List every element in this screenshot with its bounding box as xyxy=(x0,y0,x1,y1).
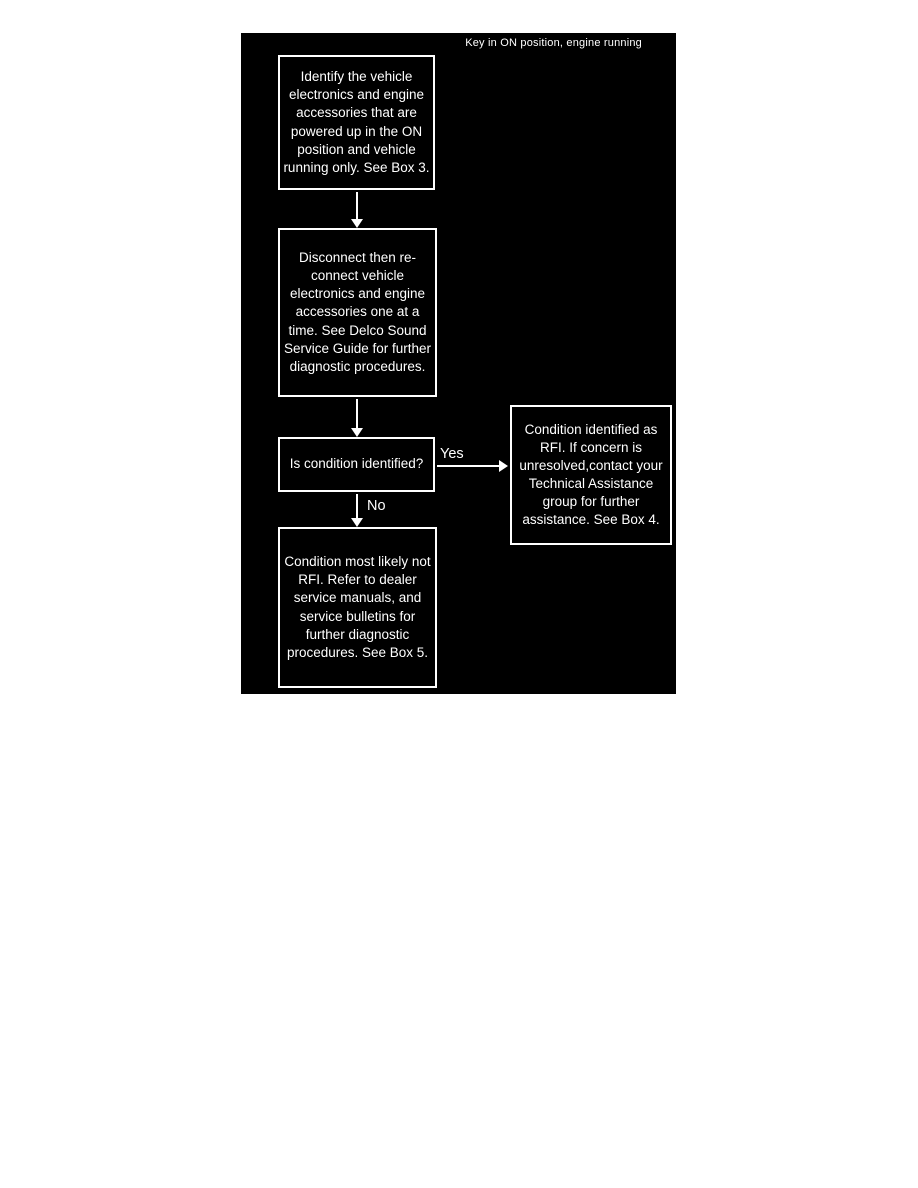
flow-box-disconnect-reconnect-text: Disconnect then re-connect vehicle elect… xyxy=(283,250,432,374)
no-branch-label: No xyxy=(367,498,386,514)
flow-box-condition-is-rfi: Condition identified as RFI. If concern … xyxy=(510,405,672,545)
flow-box-condition-identified-question: Is condition identified? xyxy=(278,437,435,492)
flow-box-disconnect-reconnect: Disconnect then re-connect vehicle elect… xyxy=(278,228,437,397)
flow-box-condition-not-rfi: Condition most likely not RFI. Refer to … xyxy=(278,527,437,688)
down-arrow-icon-2-head xyxy=(351,428,363,437)
down-arrow-icon-3-head xyxy=(351,518,363,527)
flow-box-condition-not-rfi-text: Condition most likely not RFI. Refer to … xyxy=(284,554,431,660)
flow-box-condition-is-rfi-text: Condition identified as RFI. If concern … xyxy=(519,421,663,528)
down-arrow-icon-1-head xyxy=(351,219,363,228)
down-arrow-icon-1-line xyxy=(356,192,358,219)
flow-box-identify-electronics: Identify the vehicle electronics and eng… xyxy=(278,55,435,190)
flowchart-diagram: Key in ON position, engine running Ident… xyxy=(241,33,676,694)
right-arrow-icon-head xyxy=(499,460,508,472)
flow-box-identify-electronics-text: Identify the vehicle electronics and eng… xyxy=(283,69,430,175)
flow-box-condition-identified-question-text: Is condition identified? xyxy=(289,456,424,472)
right-arrow-icon-line xyxy=(437,465,499,467)
down-arrow-icon-2-line xyxy=(356,399,358,428)
header-note: Key in ON position, engine running xyxy=(465,37,642,49)
down-arrow-icon-3-line xyxy=(356,494,358,518)
yes-branch-label: Yes xyxy=(440,446,464,462)
